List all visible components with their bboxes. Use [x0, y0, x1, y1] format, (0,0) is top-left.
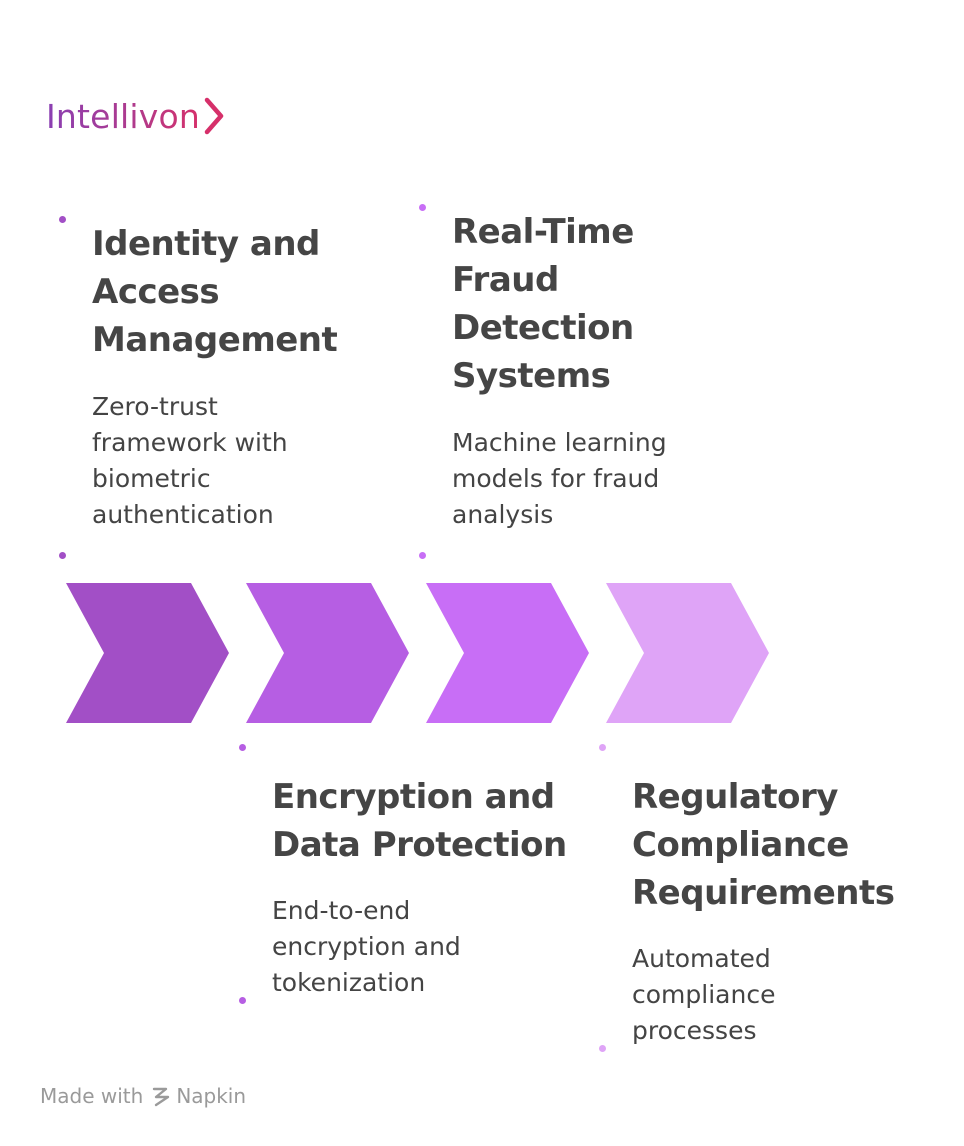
step-3-title: Real-Time Fraud Detection Systems	[452, 212, 634, 396]
step-4-top-dot	[599, 744, 606, 751]
brand-name: Intellivon	[46, 96, 201, 136]
chevron-step-3	[426, 583, 589, 723]
process-chevrons	[66, 583, 769, 723]
step-3-description: Machine learning models for fraud analys…	[452, 428, 667, 529]
chevron-step-4	[606, 583, 769, 723]
step-3-bottom-dot	[419, 552, 426, 559]
step-2-description: End-to-end encryption and tokenization	[272, 896, 461, 997]
step-4-description: Automated compliance processes	[632, 944, 776, 1045]
step-3-top-dot	[419, 204, 426, 211]
step-1-title: Identity and Access Management	[92, 224, 338, 360]
step-1-top-dot	[59, 216, 66, 223]
chevron-right-icon	[204, 97, 224, 135]
footer-prefix: Made with	[40, 1084, 144, 1108]
step-2-title: Encryption and Data Protection	[272, 777, 567, 865]
step-4-bottom-dot	[599, 1045, 606, 1052]
chevron-step-2	[246, 583, 409, 723]
footer-attribution[interactable]: Made with Napkin	[40, 1082, 246, 1110]
step-2-top-dot	[239, 744, 246, 751]
step-1-bottom-dot	[59, 552, 66, 559]
step-1-description: Zero-trust framework with biometric auth…	[92, 392, 288, 529]
napkin-icon	[153, 1087, 170, 1107]
step-2-bottom-dot	[239, 997, 246, 1004]
chevron-step-1	[66, 583, 229, 723]
step-4-title: Regulatory Compliance Requirements	[632, 777, 895, 913]
brand-logo: Intellivon	[46, 94, 226, 138]
footer-product: Napkin	[176, 1084, 247, 1108]
